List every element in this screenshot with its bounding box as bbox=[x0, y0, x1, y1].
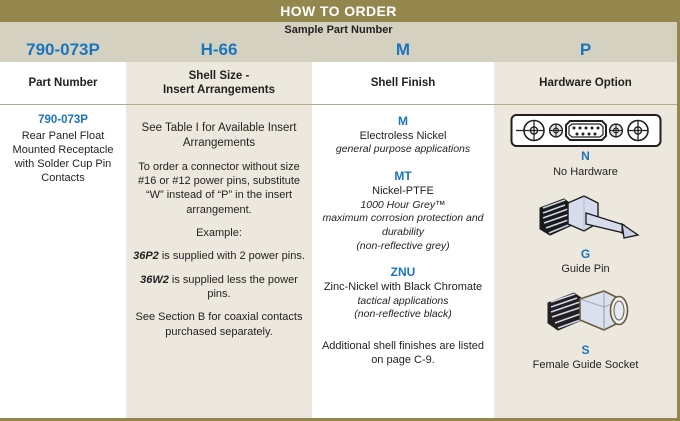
shell-finish-option-mt: MT Nickel-PTFE 1000 Hour Grey™ maximum c… bbox=[319, 168, 487, 253]
hardware-name-g: Guide Pin bbox=[561, 263, 610, 276]
column-header-part-number: Part Number bbox=[0, 62, 126, 104]
shell-finish-option-m: M Electroless Nickel general purpose app… bbox=[319, 113, 487, 157]
column-header-shell-size: Shell Size - Insert Arrangements bbox=[126, 62, 312, 104]
hardware-code-s: S bbox=[581, 342, 590, 357]
shell-size-line2: To order a connector without size #16 or… bbox=[137, 160, 301, 216]
shell-finish-name-mt: Nickel-PTFE bbox=[372, 185, 434, 198]
column-header-row: Part Number Shell Size - Insert Arrangem… bbox=[0, 62, 677, 104]
shell-finish-note-znu-2: (non-reflective black) bbox=[354, 308, 452, 321]
hardware-option-g: G Guide Pin bbox=[501, 191, 670, 277]
shell-size-example-1: 36P2 is supplied with 2 power pins. bbox=[133, 249, 305, 263]
hardware-code-g: G bbox=[580, 246, 591, 261]
sample-code-shell-size: H-66 bbox=[200, 39, 238, 59]
shell-size-example-2: 36W2 is supplied less the power pins. bbox=[133, 273, 305, 302]
shell-finish-code-mt: MT bbox=[394, 169, 412, 184]
sample-code-part-number: 790-073P bbox=[26, 39, 100, 59]
example-2-code: 36W2 bbox=[140, 273, 169, 286]
shell-finish-footnote: Additional shell finishes are listed on … bbox=[321, 339, 485, 367]
female-guide-socket-icon bbox=[501, 289, 670, 343]
column-shell-finish: M Electroless Nickel general purpose app… bbox=[312, 105, 494, 418]
hardware-name-n: No Hardware bbox=[553, 165, 618, 178]
part-number-description: Rear Panel Float Mounted Receptacle with… bbox=[12, 129, 114, 185]
table-body: 790-073P Rear Panel Float Mounted Recept… bbox=[0, 105, 677, 418]
hardware-option-s: S Female Guide Socket bbox=[501, 289, 670, 373]
sample-code-shell-finish: M bbox=[395, 39, 411, 59]
example-1-text: is supplied with 2 power pins. bbox=[158, 250, 305, 263]
sample-part-number-band: Sample Part Number 790-073P H-66 M P bbox=[0, 22, 677, 62]
example-2-text: is supplied less the power pins. bbox=[168, 273, 298, 300]
guide-pin-icon bbox=[501, 191, 670, 247]
shell-finish-name-m: Electroless Nickel bbox=[359, 130, 447, 143]
sample-part-number-label: Sample Part Number bbox=[284, 23, 393, 36]
column-header-shell-size-text: Shell Size - Insert Arrangements bbox=[162, 69, 276, 96]
header-divider bbox=[0, 104, 677, 105]
sample-code-hardware-option: P bbox=[579, 39, 592, 59]
part-number-code: 790-073P bbox=[38, 114, 88, 126]
hardware-name-s: Female Guide Socket bbox=[532, 359, 639, 372]
hardware-code-n: N bbox=[581, 149, 590, 163]
sample-part-number-codes: 790-073P H-66 M P bbox=[0, 37, 677, 62]
shell-size-example-label: Example: bbox=[196, 227, 242, 240]
shell-size-line3: See Section B for coaxial contacts purch… bbox=[135, 311, 303, 338]
shell-finish-note-mt-2: maximum corrosion protection and durabil… bbox=[322, 212, 484, 238]
column-header-hardware-option: Hardware Option bbox=[494, 62, 677, 104]
connector-no-hardware-icon bbox=[501, 113, 670, 149]
shell-finish-note-mt-3: (non-reflective grey) bbox=[356, 239, 450, 252]
hardware-option-n: N No Hardware bbox=[501, 113, 670, 179]
shell-finish-code-znu: ZNU bbox=[390, 265, 416, 280]
shell-finish-name-znu: Zinc-Nickel with Black Chromate bbox=[323, 281, 483, 294]
example-1-code: 36P2 bbox=[133, 250, 159, 263]
shell-finish-note-m-1: general purpose applications bbox=[335, 143, 471, 156]
shell-finish-code-m: M bbox=[398, 114, 408, 128]
column-hardware-option: N No Hardware bbox=[494, 105, 677, 418]
page-title: HOW TO ORDER bbox=[0, 0, 677, 22]
shell-finish-note-znu-1: tactical applications bbox=[357, 294, 449, 307]
shell-size-line1: See Table I for Available Insert Arrange… bbox=[141, 122, 297, 149]
column-shell-size: See Table I for Available Insert Arrange… bbox=[126, 105, 312, 418]
column-part-number: 790-073P Rear Panel Float Mounted Recept… bbox=[0, 105, 126, 418]
shell-finish-option-znu: ZNU Zinc-Nickel with Black Chromate tact… bbox=[319, 264, 487, 322]
column-header-shell-finish: Shell Finish bbox=[312, 62, 494, 104]
shell-finish-note-mt-1: 1000 Hour Grey™ bbox=[360, 198, 446, 211]
